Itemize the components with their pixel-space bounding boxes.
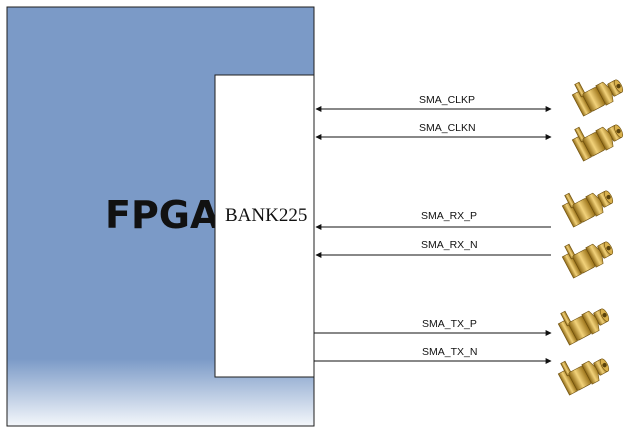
signal-sma-tx-p: SMA_TX_P [314, 318, 552, 336]
fpga-label: FPGA [105, 193, 220, 237]
sma-rx-n-label: SMA_RX_N [421, 239, 478, 251]
sma-rx-p-label: SMA_RX_P [421, 210, 477, 222]
sma-connector-icon [553, 343, 613, 397]
bank-block [214, 74, 315, 378]
sma-connector-icon [567, 109, 627, 163]
sma-tx-p-label: SMA_TX_P [422, 318, 477, 330]
sma-clkn-label: SMA_CLKN [419, 122, 476, 134]
sma-connector-icon [567, 64, 627, 118]
signal-sma-tx-n: SMA_TX_N [314, 346, 552, 364]
signal-sma-clkn: SMA_CLKN [315, 122, 552, 140]
bank-label: BANK225 [225, 205, 307, 226]
sma-connector-icon [557, 226, 617, 280]
sma-clkp-label: SMA_CLKP [419, 94, 475, 106]
signal-sma-rx-p: SMA_RX_P [315, 210, 551, 230]
signal-sma-clkp: SMA_CLKP [315, 94, 552, 112]
signal-sma-rx-n: SMA_RX_N [315, 239, 551, 258]
sma-connector-icon [557, 175, 617, 229]
sma-connector-icon [553, 293, 613, 347]
sma-tx-n-label: SMA_TX_N [422, 346, 477, 358]
